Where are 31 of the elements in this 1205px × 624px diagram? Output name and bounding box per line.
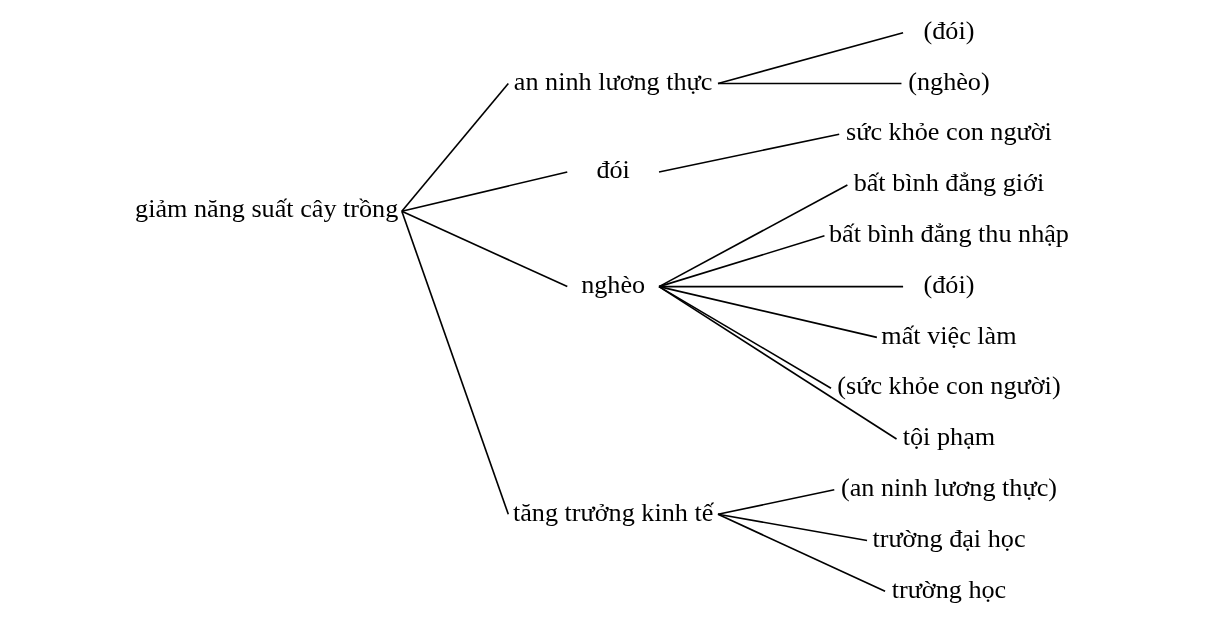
node-text: mất việc làm (881, 320, 1017, 350)
node-text: bất bình đẳng thu nhập (828, 219, 1069, 249)
node-text: trường đại học (872, 523, 1026, 553)
connector (717, 513, 886, 593)
connector (717, 82, 903, 85)
node-text: đói (596, 155, 630, 185)
node-text: (nghèo) (908, 66, 990, 96)
connector (717, 488, 836, 516)
node-text: trường học (891, 574, 1007, 604)
node-text: tội phạm (902, 422, 996, 452)
connector (658, 285, 878, 339)
node-text: giảm năng suất cây trồng (135, 194, 399, 224)
node-text: (an ninh lương thực) (840, 472, 1057, 502)
connector (658, 235, 826, 288)
connector (658, 184, 849, 288)
node-text: (đói) (923, 15, 975, 45)
node-text: bất bình đẳng giới (853, 168, 1045, 198)
connector (717, 513, 868, 542)
connector (401, 210, 510, 516)
connector (658, 285, 898, 440)
node-text: tăng trưởng kinh tế (512, 497, 714, 527)
node-text: (đói) (923, 269, 975, 299)
connector (658, 133, 841, 173)
node-text: nghèo (581, 269, 646, 299)
node-text: sức khỏe con người (846, 117, 1052, 147)
connector (401, 210, 569, 288)
connector (401, 82, 510, 213)
connector (401, 171, 569, 213)
connector (717, 31, 904, 85)
node-text: an ninh lương thực (513, 66, 713, 96)
node-text: (sức khỏe con người) (837, 371, 1061, 401)
